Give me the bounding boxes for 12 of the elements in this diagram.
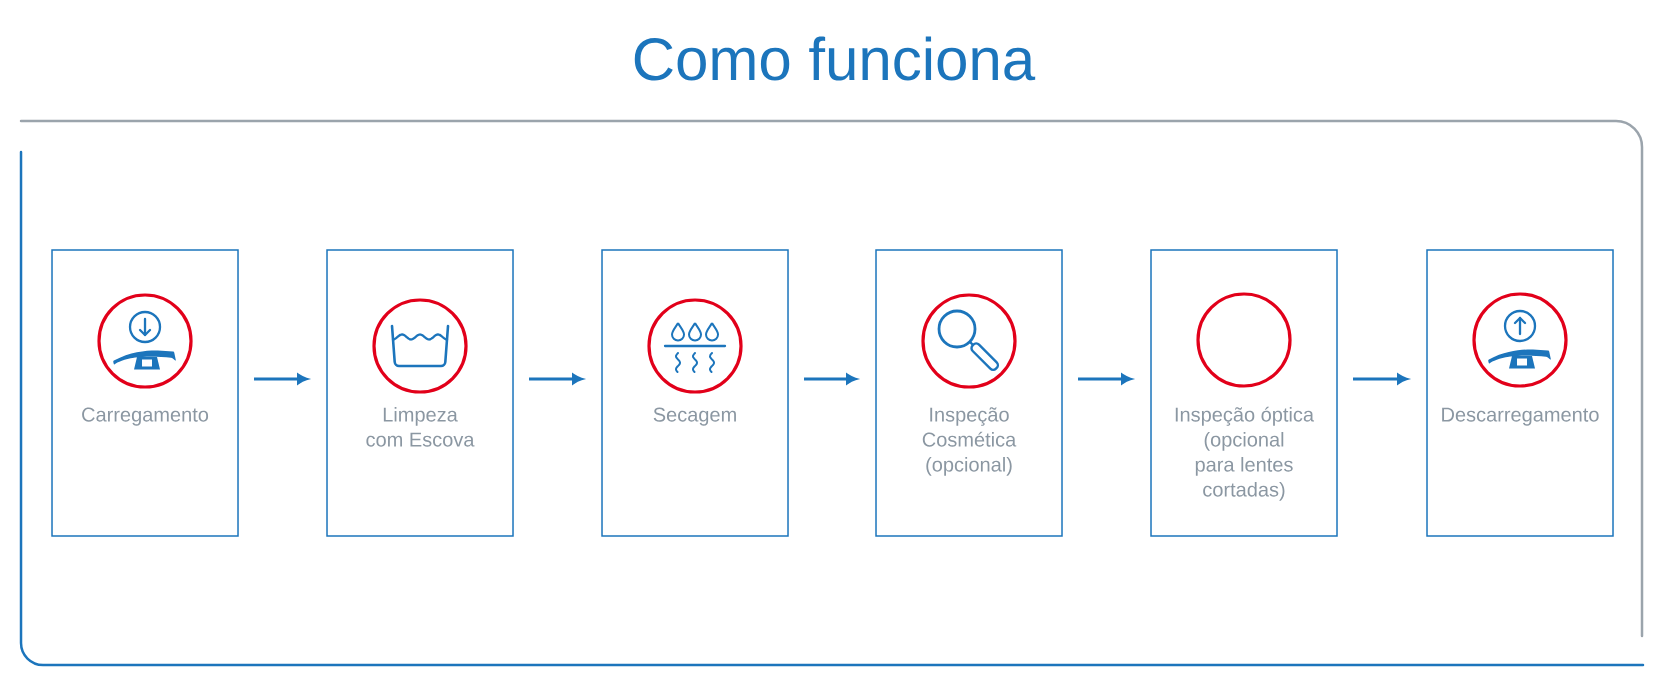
arrow [1353,373,1408,385]
process-box: Limpeza com Escova [326,249,514,537]
arrow [254,373,308,385]
arrow [529,373,583,385]
process-box: Carregamento [51,249,239,537]
arrow [1078,373,1132,385]
process-box: Inspeção Cosmética (opcional) [875,249,1063,537]
process-box: Descarregamento [1426,249,1614,537]
process-box: Secagem [601,249,789,537]
title: Como funciona [634,36,1036,81]
arrow [804,373,857,385]
process-box: Inspeção óptica (opcional para lentes cortadas) [1150,249,1338,537]
